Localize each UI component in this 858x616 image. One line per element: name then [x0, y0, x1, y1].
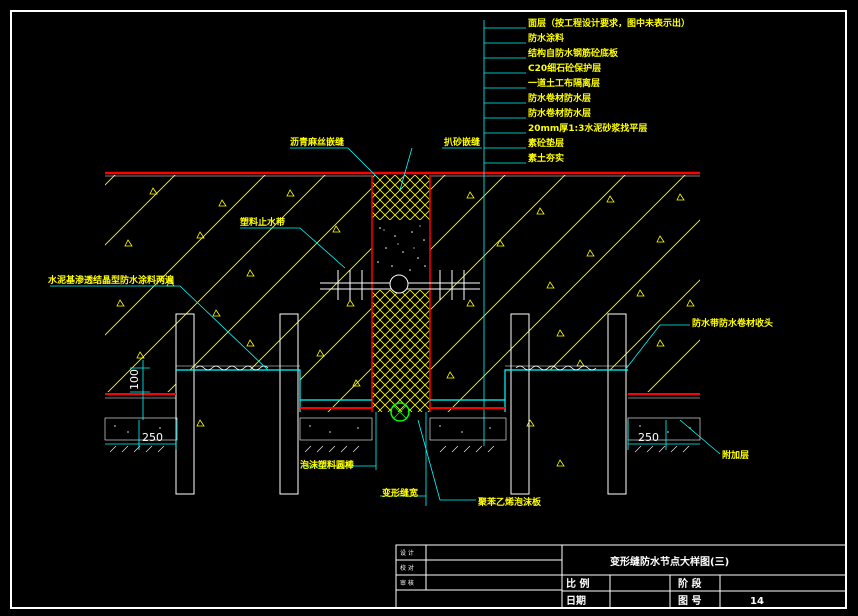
soil-hatch: [109, 445, 690, 453]
tb-check: 校 对: [400, 564, 414, 572]
dimension-left-100-text: 100: [128, 369, 141, 390]
label-sealing-plate: 防水带防水卷材收头: [692, 317, 773, 329]
label-polyethylene: 聚苯乙烯泡沫板: [477, 496, 542, 508]
tb-title: 变形缝防水节点大样图(三): [610, 555, 729, 568]
right-pit: [430, 313, 700, 495]
layer-label-6: 防水卷材防水层: [528, 92, 591, 104]
label-additional-layer: 附加层: [722, 449, 749, 461]
layer-label-stack: 面层（按工程设计要求，图中未表示出） 防水涂料 结构自防水钢筋砼底板 C20细石…: [528, 17, 690, 164]
tb-scale-label: 比 例: [566, 577, 589, 590]
layer-label-7: 防水卷材防水层: [528, 107, 591, 119]
leader-lines: [50, 27, 721, 501]
layer-label-4: C20细石砼保护层: [528, 62, 601, 74]
label-cement-coating: 水泥基渗透结晶型防水涂料两遍: [48, 274, 175, 286]
aggregate-marks: [116, 187, 695, 467]
dimension-right-250: [627, 420, 700, 450]
foam-rod: [390, 402, 410, 422]
layer-label-1: 面层（按工程设计要求，图中未表示出）: [528, 17, 690, 29]
gravel-bed: [104, 417, 701, 441]
deformation-joint: [371, 175, 431, 412]
label-foam-rod: 泡沫塑料圆棒: [300, 459, 355, 471]
cyan-reference-lines: [375, 20, 485, 506]
tb-date-label: 日期: [566, 594, 586, 607]
tb-design: 设 计: [400, 549, 414, 557]
dimension-left-250: [105, 360, 177, 450]
label-waterstop: 塑料止水带: [240, 216, 285, 228]
layer-label-10: 素土夯实: [528, 152, 564, 164]
layer-label-5: 一道土工布隔离层: [528, 77, 600, 89]
layer-label-8: 20mm厚1:3水泥砂浆找平层: [528, 122, 647, 134]
tb-drawing-no: 14: [750, 596, 764, 607]
layer-label-9: 素砼垫层: [528, 137, 564, 149]
label-asphalt-joint: 沥青麻丝嵌缝: [290, 136, 344, 148]
title-block: [395, 544, 847, 609]
layer-label-2: 防水涂料: [528, 32, 564, 44]
label-sealant: 扒砂嵌缝: [444, 136, 480, 148]
tb-stage-label: 阶 段: [678, 577, 701, 590]
dimension-left-250-text: 250: [142, 431, 163, 444]
plastic-waterstop: [320, 270, 480, 300]
dimension-right-250-text: 250: [638, 431, 659, 444]
left-pit: [105, 313, 372, 495]
label-deform-width: 变形缝宽: [382, 487, 418, 499]
tb-drawing-no-label: 图 号: [678, 595, 701, 607]
tb-audit: 审 核: [400, 579, 414, 587]
layer-label-3: 结构自防水钢筋砼底板: [528, 47, 619, 59]
